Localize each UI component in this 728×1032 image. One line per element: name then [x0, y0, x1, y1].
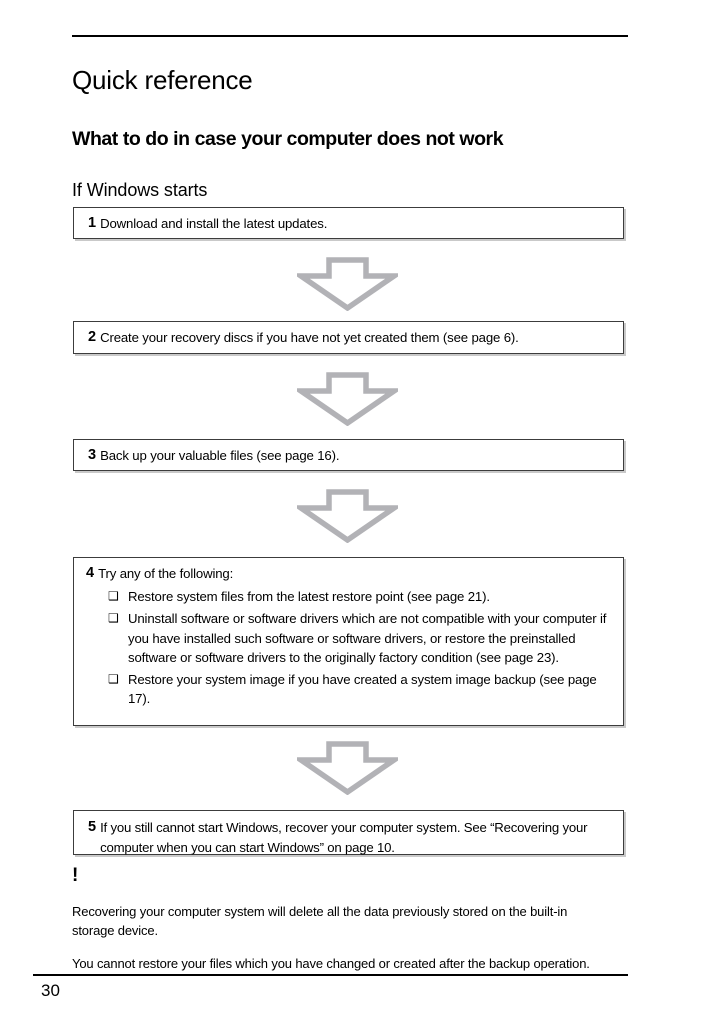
step-number-3: 3 [88, 447, 97, 463]
down-arrow-icon-1 [292, 257, 403, 312]
step-4-bullet-list: ❑ Restore system files from the latest r… [86, 587, 613, 709]
step-number-1: 1 [88, 215, 97, 231]
square-bullet-icon: ❑ [108, 672, 119, 687]
down-arrow-icon-3 [292, 489, 403, 544]
step-text-3: Back up your valuable files (see page 16… [100, 448, 340, 463]
step-text-2: Create your recovery discs if you have n… [100, 330, 519, 345]
list-item: ❑ Uninstall software or software drivers… [108, 609, 613, 667]
list-item-text: Restore system files from the latest res… [128, 589, 490, 604]
subsection-heading: If Windows starts [72, 180, 208, 200]
footer-rule [33, 974, 628, 976]
step-box-5: 5 If you still cannot start Windows, rec… [73, 810, 624, 855]
list-item-text: Restore your system image if you have cr… [128, 672, 597, 707]
step-number-2: 2 [88, 329, 97, 345]
section-heading: What to do in case your computer does no… [72, 128, 504, 151]
square-bullet-icon: ❑ [108, 611, 119, 626]
step-box-1: 1 Download and install the latest update… [73, 207, 624, 239]
step-box-4: 4 Try any of the following: ❑ Restore sy… [73, 557, 624, 726]
step-box-3: 3 Back up your valuable files (see page … [73, 439, 624, 471]
caution-paragraph-1: Recovering your computer system will del… [72, 904, 568, 938]
step-number-5: 5 [88, 819, 97, 835]
step-4-heading-row: 4 Try any of the following: [86, 564, 233, 583]
caution-paragraph-2: You cannot restore your files which you … [72, 956, 590, 971]
down-arrow-icon-2 [292, 372, 403, 427]
step-box-2: 2 Create your recovery discs if you have… [73, 321, 624, 354]
step-text-5: If you still cannot start Windows, recov… [100, 820, 588, 855]
list-item: ❑ Restore system files from the latest r… [108, 587, 613, 606]
step-number-4: 4 [86, 565, 95, 581]
list-item: ❑ Restore your system image if you have … [108, 670, 613, 709]
page-title: Quick reference [72, 65, 253, 96]
step-text-1: Download and install the latest updates. [100, 216, 328, 231]
square-bullet-icon: ❑ [108, 589, 119, 603]
step-text-4: Try any of the following: [98, 566, 234, 581]
exclamation-icon: ! [72, 865, 79, 886]
page-number: 30 [41, 981, 60, 1000]
header-rule [72, 35, 628, 37]
list-item-text: Uninstall software or software drivers w… [128, 611, 607, 665]
down-arrow-icon-4 [292, 741, 403, 796]
